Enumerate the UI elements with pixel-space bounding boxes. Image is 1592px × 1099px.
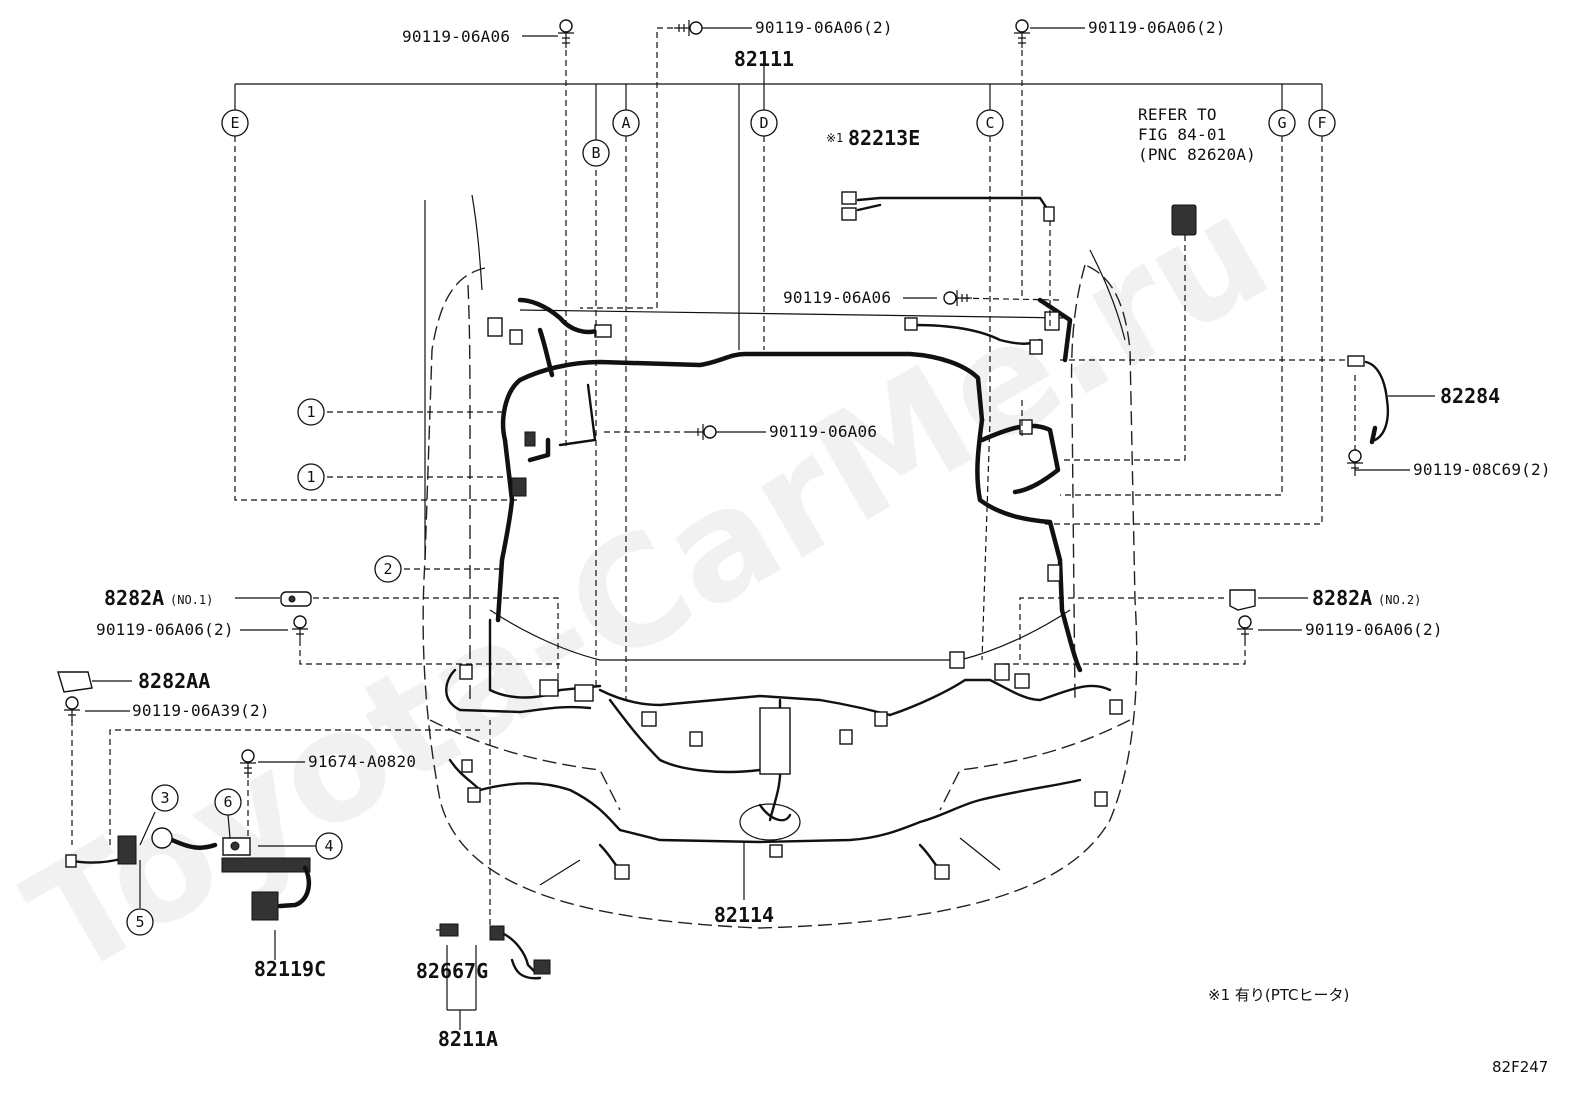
reference-letter-c: C [976,109,1004,137]
reference-number-2: 2 [374,555,402,583]
label-8282a-no1: 8282A [104,586,164,610]
bolt-icon [558,19,574,48]
label-bolt-b5: 90119-06A06 [769,422,877,441]
reference-numbers: 1 1 2 3 4 5 6 [126,398,402,936]
svg-text:1: 1 [306,403,315,421]
reference-number-5: 5 [126,908,154,936]
bolt-icon [1237,615,1253,640]
bolt-labels: 90119-06A06 90119-06A06(2) 90119-06A06(2… [96,18,1551,771]
svg-text:F: F [1317,114,1326,132]
bolt-icon [292,615,308,640]
bolt-icon [240,749,256,778]
svg-text:FIG 84-01: FIG 84-01 [1138,125,1227,144]
label-8282a-no2: 8282A [1312,586,1372,610]
reference-letter-d: D [750,109,778,137]
label-82284: 82284 [1440,384,1500,408]
label-bolt-b10: 91674-A0820 [308,752,416,771]
label-bolt-b3: 90119-06A06(2) [1088,18,1226,37]
label-bolt-b7: 90119-06A06(2) [96,620,234,639]
vehicle-body-outline [422,194,1138,929]
footnote: ※1 有り(PTCヒータ) [1208,986,1349,1004]
svg-text:D: D [759,114,768,132]
bolt-icon [64,696,80,722]
svg-text:B: B [591,144,600,162]
front-harness-82114 [445,618,1123,880]
label-82213e-mark: ※1 [826,131,843,145]
label-82111: 82111 [734,47,794,71]
reference-letter-e: E [221,109,249,137]
svg-text:2: 2 [383,560,392,578]
label-bolt-b2: 90119-06A06(2) [755,18,893,37]
part-labels: 82111 ※1 82213E 82284 82114 82119C 82667… [104,47,1500,1051]
bolt-icon [943,290,972,306]
svg-text:G: G [1277,114,1286,132]
main-harness-82111 [487,297,1083,673]
reference-number-6: 6 [214,788,242,816]
bolt-icon [1014,19,1030,48]
reference-letter-f: F [1308,109,1336,137]
label-8282a-no1-suffix: (NO.1) [170,593,213,607]
svg-text:1: 1 [306,468,315,486]
label-8211a: 8211A [438,1027,498,1051]
reference-number-4: 4 [315,832,343,860]
watermark: Toyota-CarMe.ru [1,163,1297,1011]
svg-text:6: 6 [223,793,232,811]
label-8282a-no2-suffix: (NO.2) [1378,593,1421,607]
svg-text:3: 3 [160,789,169,807]
label-bolt-b8: 90119-06A06(2) [1305,620,1443,639]
reference-letter-b: B [582,139,610,167]
refer-note: REFER TO FIG 84-01 (PNC 82620A) [1138,105,1256,164]
label-bolt-b6: 90119-08C69(2) [1413,460,1551,479]
svg-text:(PNC 82620A): (PNC 82620A) [1138,145,1256,164]
bolt-icon [1347,449,1363,476]
reference-letters: E B A D C G F [221,109,1336,167]
reference-lines [71,27,1435,1030]
components [57,191,1389,980]
svg-text:5: 5 [135,913,144,931]
label-bolt-b4: 90119-06A06 [783,288,891,307]
svg-text:E: E [230,114,239,132]
reference-letter-a: A [612,109,640,137]
bolt-icons [64,19,1363,778]
label-82667g: 82667G [416,959,488,983]
label-82114: 82114 [714,903,774,927]
label-82213e: 82213E [848,126,920,150]
reference-number-3: 3 [151,784,179,812]
svg-text:C: C [985,114,994,132]
reference-number-1b: 1 [297,463,325,491]
label-bolt-b1: 90119-06A06 [402,27,510,46]
label-82119c: 82119C [254,957,326,981]
svg-text:REFER TO: REFER TO [1138,105,1217,124]
figure-code: 82F247 [1492,1058,1548,1076]
reference-number-1a: 1 [297,398,325,426]
label-8282aa: 8282AA [138,669,210,693]
svg-text:A: A [621,114,630,132]
reference-letter-g: G [1268,109,1296,137]
bolt-icon [690,424,717,440]
label-bolt-b9: 90119-06A39(2) [132,701,270,720]
svg-text:4: 4 [324,837,333,855]
bolt-icon [674,20,703,36]
